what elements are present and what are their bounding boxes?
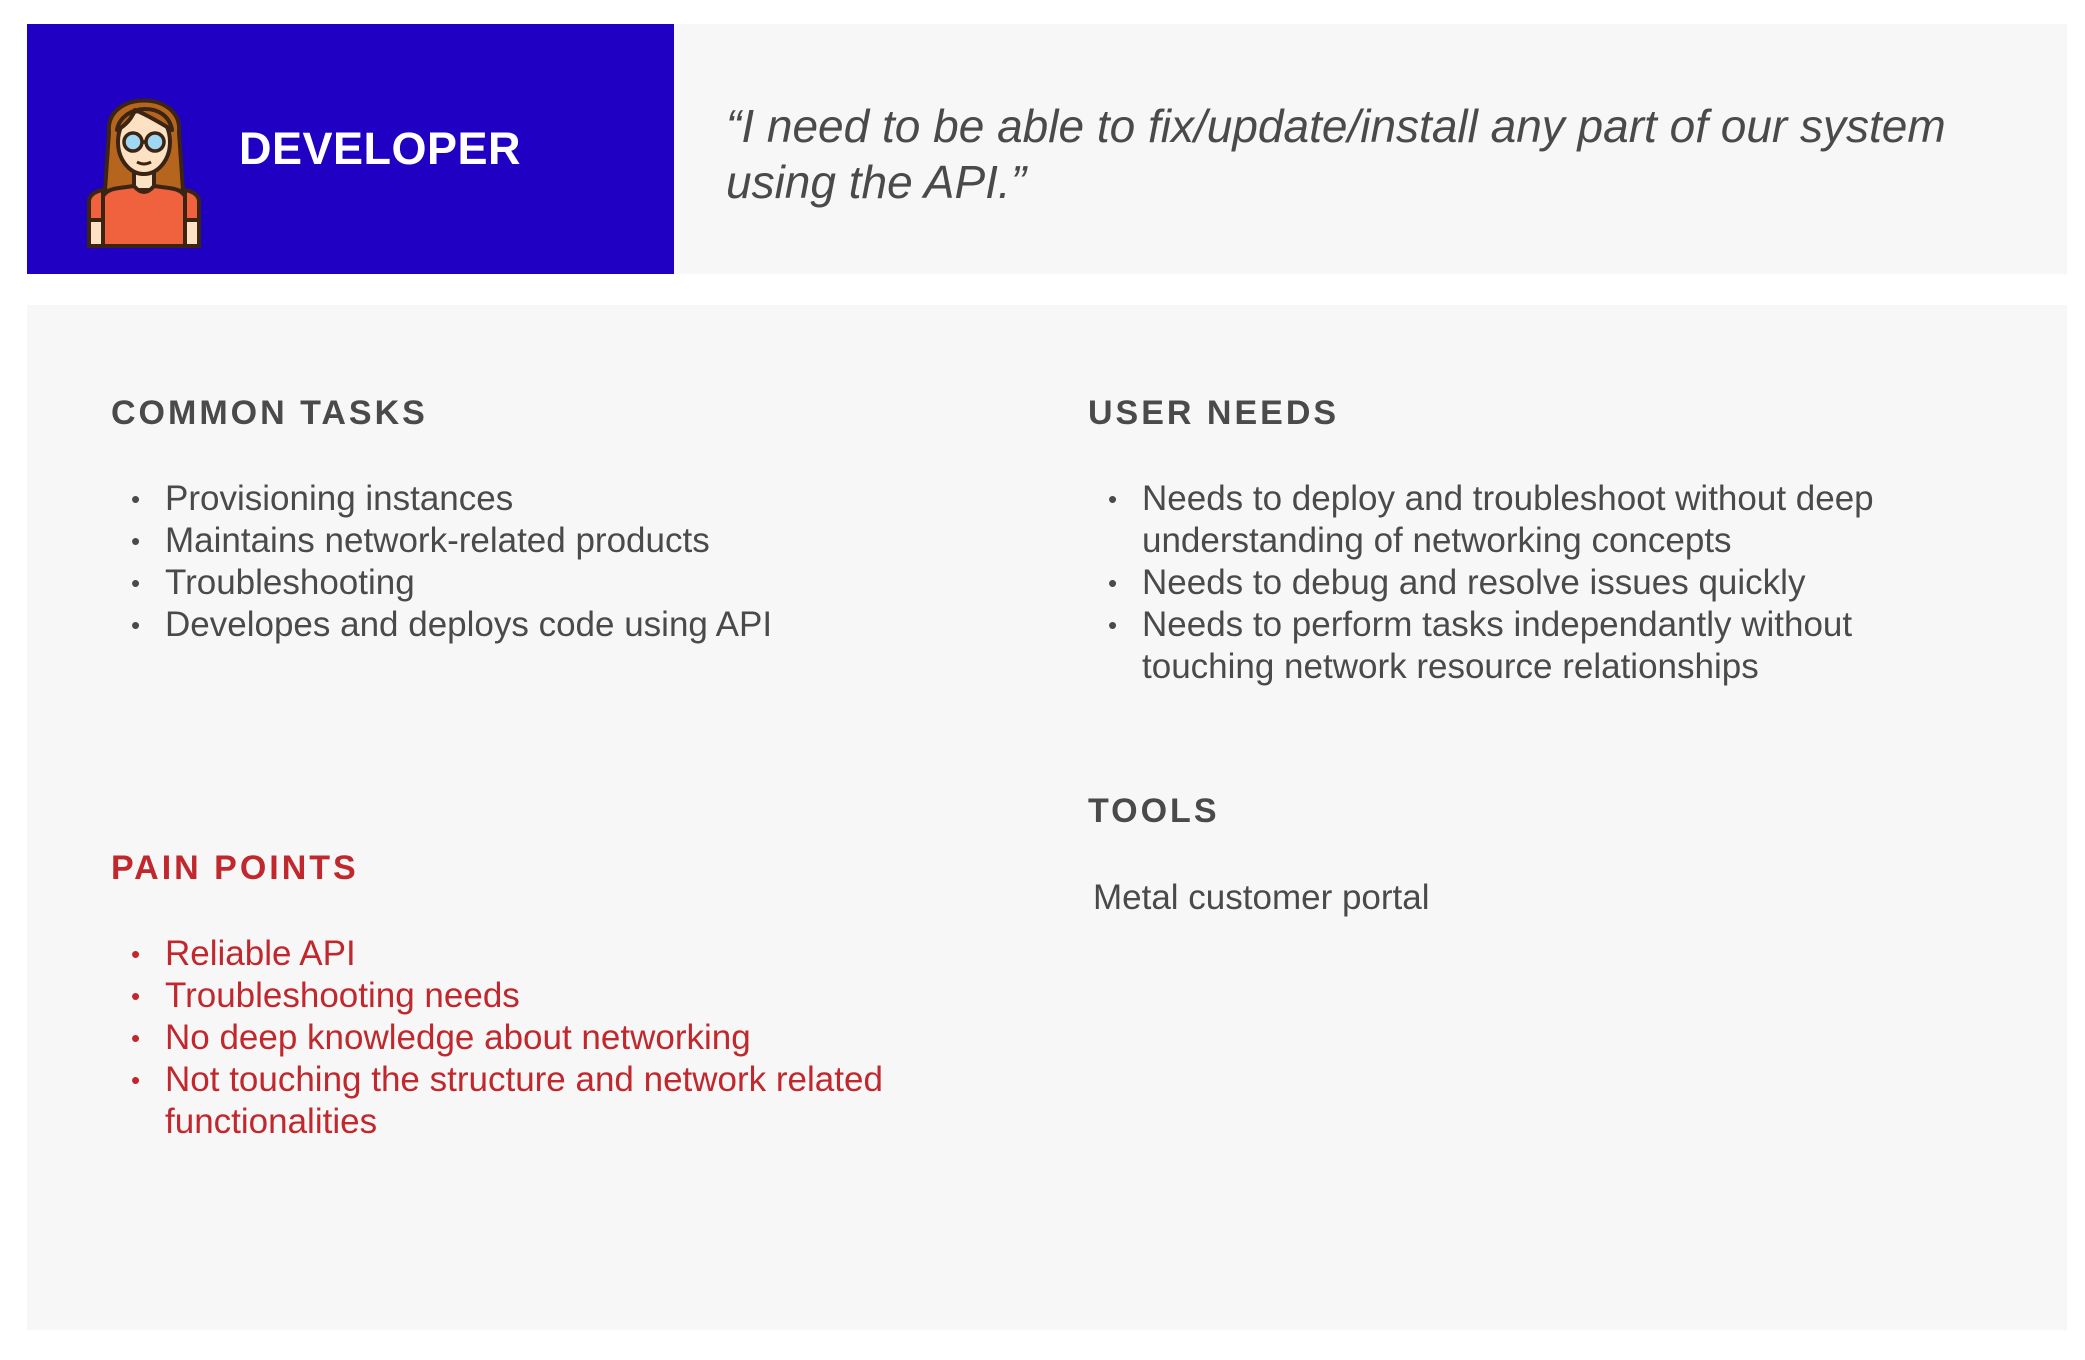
role-title: DEVELOPER: [239, 123, 522, 174]
common-tasks-title: COMMON TASKS: [111, 394, 428, 432]
user-needs-title: USER NEEDS: [1088, 394, 1340, 432]
list-item: Maintains network-related products: [111, 520, 1011, 562]
user-needs-section: USER NEEDS Needs to deploy and troublesh…: [1088, 393, 1968, 688]
tools-text: Metal customer portal: [1093, 878, 1430, 917]
list-item: Developes and deploys code using API: [111, 604, 1011, 646]
user-needs-list: Needs to deploy and troubleshoot without…: [1088, 478, 1968, 688]
list-item: Reliable API: [111, 933, 1011, 975]
tools-title: TOOLS: [1088, 792, 1220, 830]
list-item: Needs to deploy and troubleshoot without…: [1088, 478, 1968, 562]
list-item: No deep knowledge about networking: [111, 1017, 1011, 1059]
pain-points-title: PAIN POINTS: [111, 849, 359, 887]
list-item: Provisioning instances: [111, 478, 1011, 520]
persona-details-card: COMMON TASKS Provisioning instances Main…: [27, 305, 2067, 1330]
common-tasks-section: COMMON TASKS Provisioning instances Main…: [111, 393, 1011, 646]
list-item: Needs to perform tasks independantly wit…: [1088, 604, 1968, 688]
list-item: Troubleshooting needs: [111, 975, 1011, 1017]
list-item: Needs to debug and resolve issues quickl…: [1088, 562, 1968, 604]
persona-quote: “I need to be able to fix/update/install…: [726, 100, 1946, 208]
tools-section: TOOLS Metal customer portal: [1088, 791, 1968, 919]
developer-avatar-icon: [87, 98, 201, 248]
quote-panel: “I need to be able to fix/update/install…: [674, 24, 2067, 274]
pain-points-section: PAIN POINTS Reliable API Troubleshooting…: [111, 848, 1011, 1143]
list-item: Troubleshooting: [111, 562, 1011, 604]
list-item: Not touching the structure and network r…: [111, 1059, 1011, 1143]
role-header: DEVELOPER: [27, 24, 674, 274]
common-tasks-list: Provisioning instances Maintains network…: [111, 478, 1011, 646]
pain-points-list: Reliable API Troubleshooting needs No de…: [111, 933, 1011, 1143]
